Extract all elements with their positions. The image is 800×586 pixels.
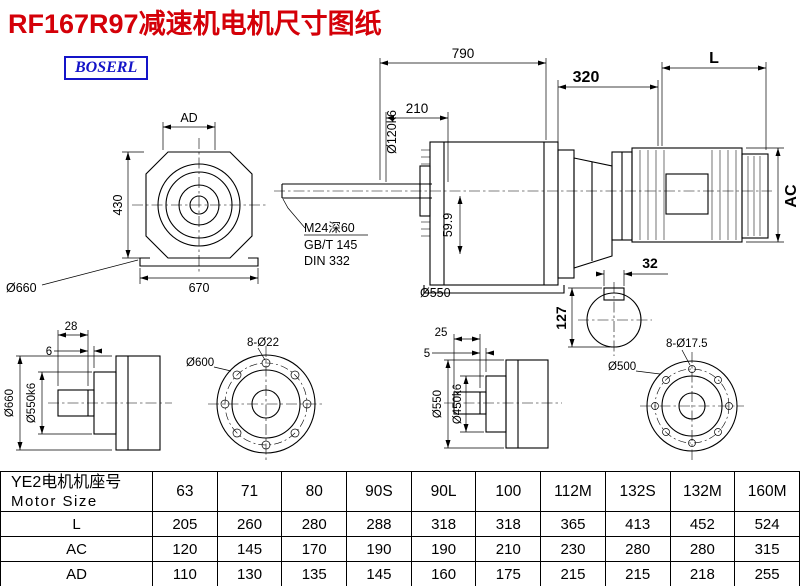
flange-small-face-view: Ø500 8-Ø17.5 — [608, 338, 744, 460]
shaft-length-dim: 210 — [406, 101, 429, 116]
cell: 524 — [734, 511, 800, 537]
table-row-AD: AD 110 130 135 145 160 175 215 215 218 2… — [0, 561, 800, 586]
frame-size-column: 112M — [540, 471, 606, 512]
table-title-en: Motor Size — [11, 492, 98, 510]
b5l-od-dim: Ø660 — [4, 389, 16, 417]
table-row-L: L 205 260 280 288 318 318 365 413 452 52… — [0, 511, 800, 537]
b5s-od-dim: Ø550 — [432, 390, 444, 418]
tap-hole-label: M24深60 — [304, 221, 355, 235]
flange-large-side-view: 28 6 Ø660 Ø550k6 — [4, 321, 172, 451]
frame-size-column: 63 — [152, 471, 218, 512]
b5s-stub-dim: 25 — [435, 327, 448, 339]
frame-size-column: 132M — [669, 471, 736, 512]
cell: 318 — [410, 511, 477, 537]
brand-logo: BOSERL — [64, 56, 149, 80]
row-label: L — [0, 511, 153, 537]
frame-size-column: 100 — [475, 471, 542, 512]
cell: 288 — [346, 511, 412, 537]
cell: 110 — [152, 561, 218, 586]
cell: 230 — [540, 536, 606, 562]
cell: 120 — [152, 536, 218, 562]
cell: 413 — [604, 511, 671, 537]
frame-size-column: 160M — [734, 471, 800, 512]
cell: 190 — [346, 536, 412, 562]
side-flange-od-dim: Ø550 — [420, 286, 451, 300]
cell: 280 — [604, 536, 671, 562]
cell: 215 — [604, 561, 671, 586]
frame-size-column: 132S — [604, 471, 671, 512]
side-overall-dim: 790 — [452, 46, 475, 61]
standard-2-label: DIN 332 — [304, 254, 350, 268]
frame-size-column: 71 — [216, 471, 283, 512]
b5s-spigot-dim: Ø450k6 — [452, 384, 464, 424]
frame-size-column: 80 — [281, 471, 348, 512]
front-od-dim: Ø660 — [6, 281, 37, 295]
table-title-cn: YE2电机机座号 — [11, 473, 122, 491]
cell: 145 — [346, 561, 412, 586]
page-title: RF167R97减速机电机尺寸图纸 — [8, 9, 382, 39]
b5s-step-dim: 5 — [424, 348, 430, 360]
frame-size-column: 90S — [346, 471, 412, 512]
b5l-stub-dim: 28 — [65, 321, 78, 333]
motor-frame-dia-dim: AC — [783, 184, 800, 208]
cell: 255 — [734, 561, 800, 586]
cell: 315 — [734, 536, 800, 562]
offset-dim: 59.9 — [441, 213, 455, 237]
cell: 280 — [669, 536, 736, 562]
cell: 452 — [669, 511, 736, 537]
flange-small-side-view: 25 5 Ø550 Ø450k6 — [424, 327, 562, 449]
cell: 145 — [216, 536, 283, 562]
flange-large-face-view: Ø600 8-Ø22 — [186, 337, 324, 462]
shaft-section-view: 32 127 — [553, 255, 668, 356]
b5l-holes-dim: 8-Ø22 — [247, 337, 279, 349]
cell: 175 — [475, 561, 542, 586]
gearbox-front-view: AD 430 670 Ø660 — [6, 111, 266, 295]
cell: 218 — [669, 561, 736, 586]
cell: 160 — [410, 561, 477, 586]
b5s-bolt-circle-dim: Ø500 — [608, 361, 636, 373]
front-width-dim: 670 — [189, 281, 210, 295]
cell: 280 — [281, 511, 348, 537]
cell: 365 — [540, 511, 606, 537]
cell: 170 — [281, 536, 348, 562]
cell: 215 — [540, 561, 606, 586]
technical-drawing: AD 430 670 Ø660 — [4, 46, 800, 462]
motor-length-dim: L — [709, 50, 719, 67]
b5s-holes-dim: 8-Ø17.5 — [666, 338, 708, 350]
cell: 210 — [475, 536, 542, 562]
cell: 205 — [152, 511, 218, 537]
cell: 135 — [281, 561, 348, 586]
cell: 260 — [216, 511, 283, 537]
motor-size-table: YE2电机机座号 Motor Size 63 71 80 90S 90L 100… — [0, 471, 800, 586]
keyseat-height-dim: 127 — [553, 306, 569, 330]
shaft-diameter-dim: Ø120k6 — [385, 110, 399, 154]
cell: 130 — [216, 561, 283, 586]
table-title-cell: YE2电机机座号 Motor Size — [0, 471, 153, 512]
b5l-spigot-dim: Ø550k6 — [26, 383, 38, 423]
row-label: AD — [0, 561, 153, 586]
cell: 318 — [475, 511, 542, 537]
b5l-step-dim: 6 — [46, 346, 52, 358]
cell: 190 — [410, 536, 477, 562]
table-row-AC: AC 120 145 170 190 190 210 230 280 280 3… — [0, 536, 800, 562]
gearbox-side-view: 790 210 Ø120k6 M24深60 GB/T 145 DIN 332 5… — [274, 46, 800, 300]
adapter-length-dim: 320 — [573, 69, 600, 86]
standard-1-label: GB/T 145 — [304, 238, 357, 252]
frame-size-column: 90L — [410, 471, 477, 512]
front-ad-dim: AD — [180, 111, 197, 125]
front-height-dim: 430 — [111, 195, 125, 216]
keyseat-width-dim: 32 — [642, 255, 658, 271]
b5l-bolt-circle-dim: Ø600 — [186, 357, 214, 369]
row-label: AC — [0, 536, 153, 562]
